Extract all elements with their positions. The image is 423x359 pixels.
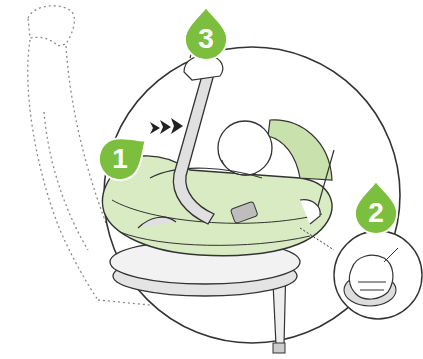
callout-number: 3 (182, 25, 230, 53)
callout-drop: 1 (96, 126, 144, 180)
callout-drop: 3 (182, 6, 230, 60)
callout-number: 2 (352, 199, 400, 227)
callout-number: 1 (96, 145, 144, 173)
callout-drop: 2 (352, 180, 400, 234)
